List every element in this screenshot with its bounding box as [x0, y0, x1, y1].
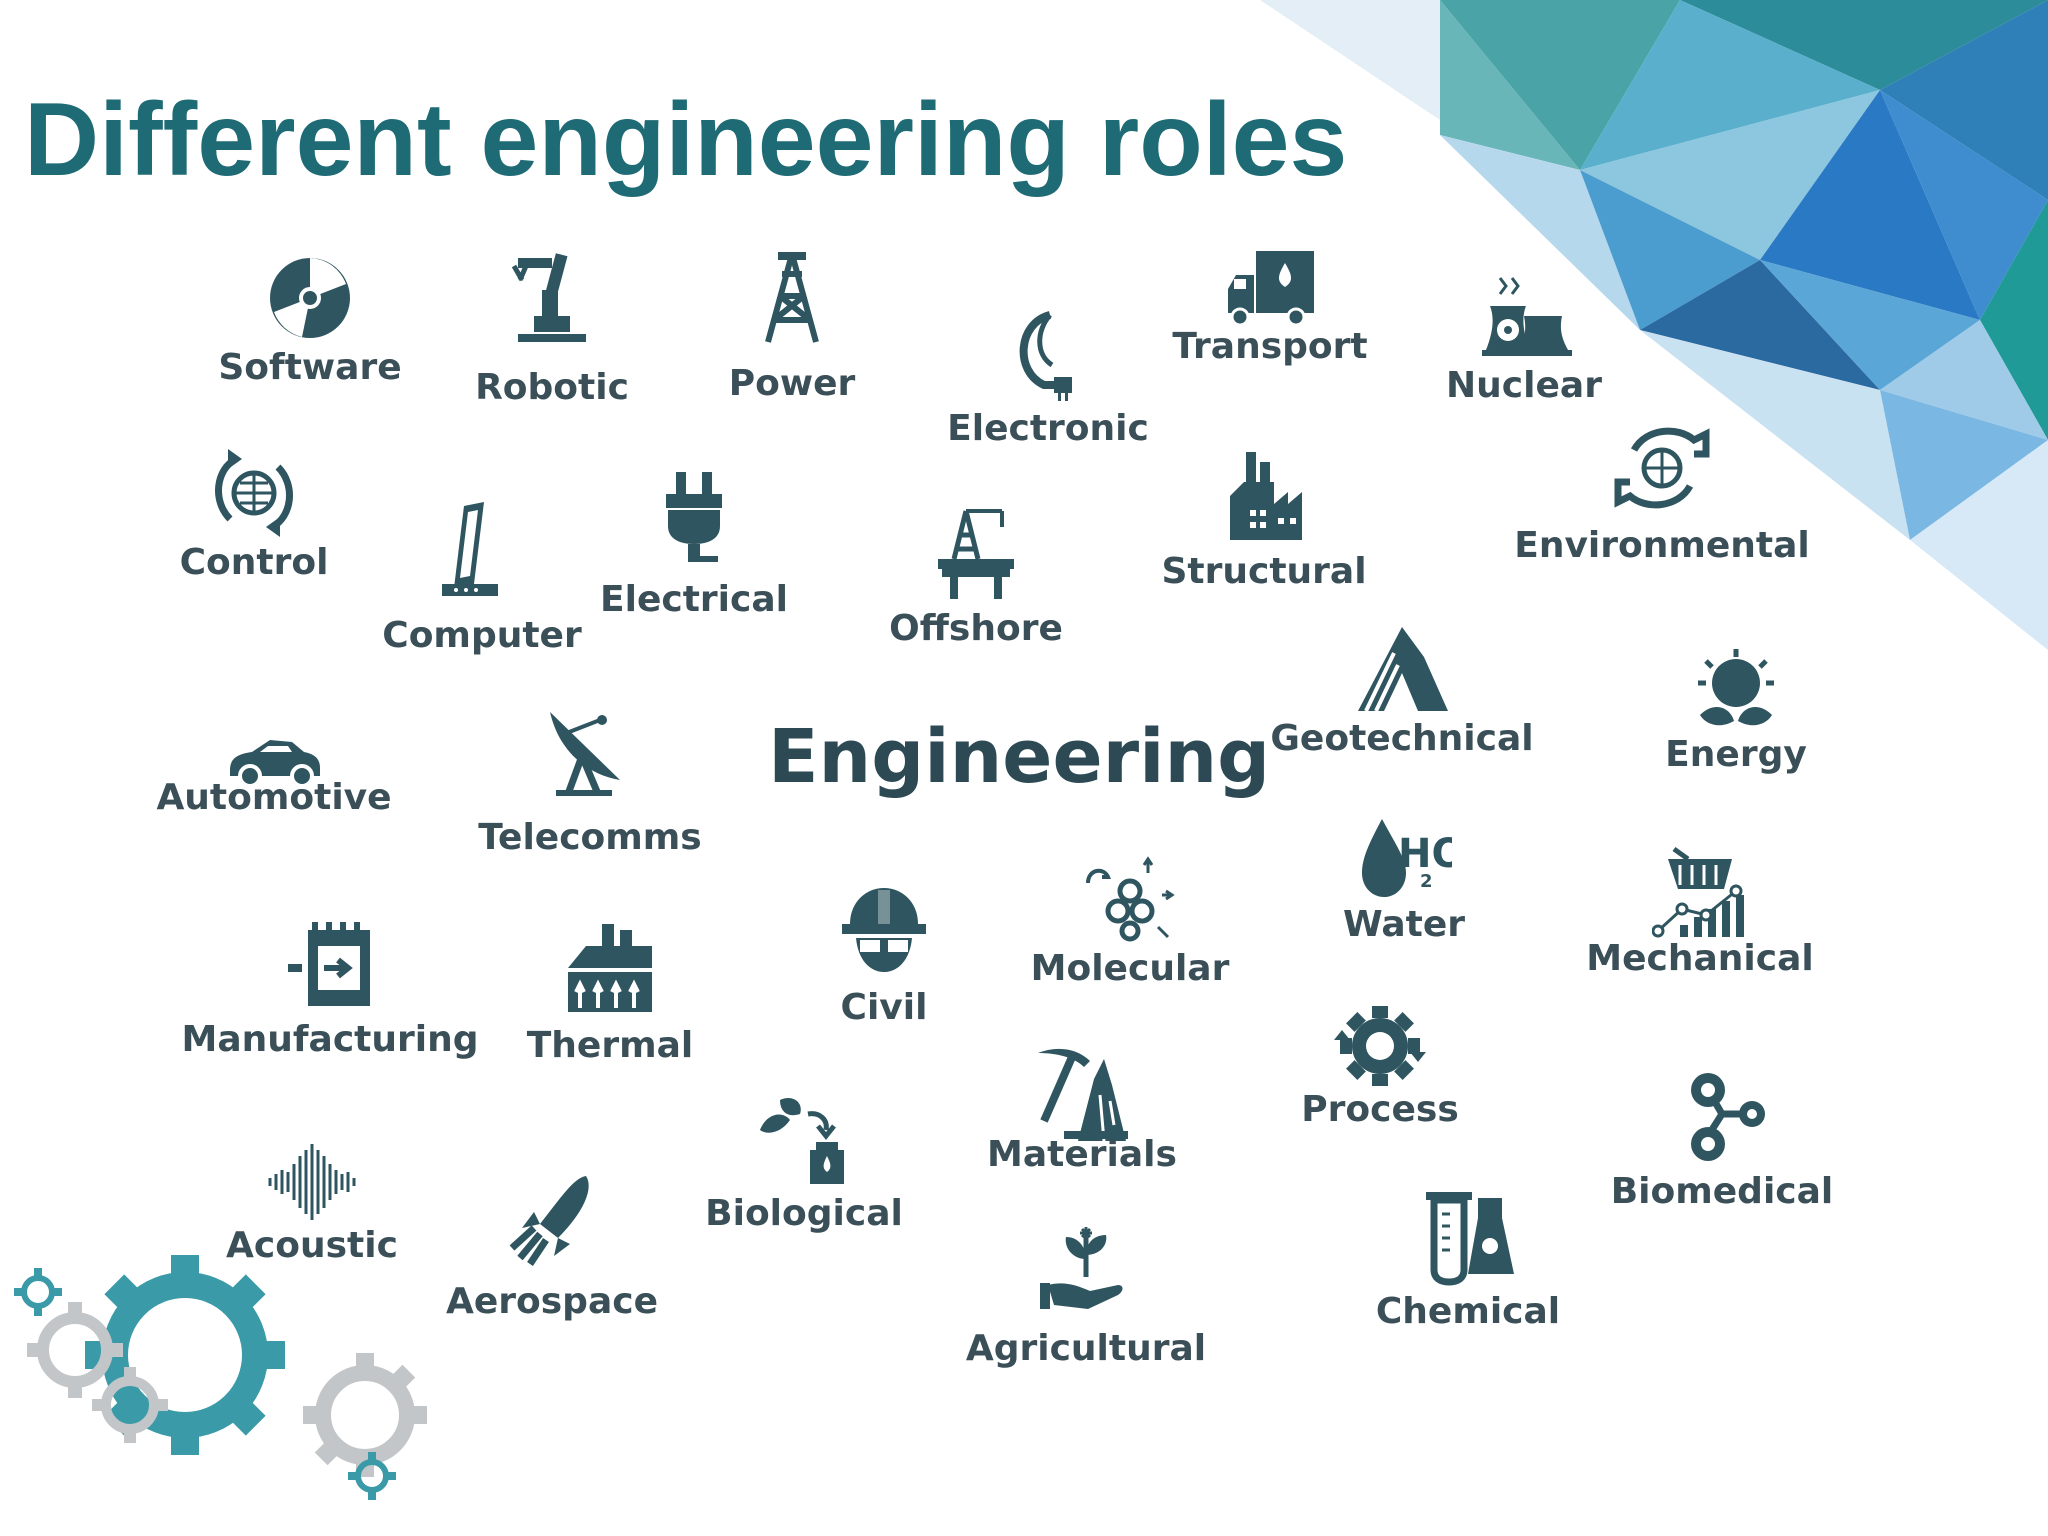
role-label: Electrical	[600, 579, 788, 620]
role-label: Water	[1342, 904, 1466, 945]
cells-icon	[1674, 1070, 1770, 1166]
role-label: Structural	[1161, 551, 1367, 592]
role-label: Software	[218, 347, 402, 388]
role-label: Molecular	[1030, 948, 1230, 989]
pickaxe-icon	[1034, 1045, 1130, 1141]
role-label: Biomedical	[1610, 1171, 1834, 1212]
role-label: Thermal	[526, 1025, 694, 1066]
role-label: Electronic	[947, 408, 1149, 449]
hand-sprout-icon	[1038, 1225, 1134, 1321]
car-icon	[226, 708, 322, 804]
pylon-icon	[744, 250, 840, 346]
polygon-corner-decoration	[1260, 0, 2048, 650]
svg-text:2: 2	[1420, 871, 1433, 892]
role-label: Automotive	[156, 777, 392, 818]
factory-icon	[1216, 448, 1312, 544]
disc-icon	[262, 250, 358, 346]
mountain-icon	[1354, 625, 1450, 721]
svg-text:HO: HO	[1398, 831, 1452, 877]
role-label: Environmental	[1514, 525, 1810, 566]
role-label: Computer	[382, 615, 582, 656]
molecule-icon	[1082, 855, 1178, 951]
thermal-plant-icon	[562, 920, 658, 1016]
laptop-icon	[434, 500, 530, 596]
gear-cycle-icon	[1332, 1000, 1428, 1096]
role-label: Chemical	[1375, 1291, 1561, 1332]
center-word-engineering: Engineering	[768, 714, 1271, 800]
bulb-leaf-icon	[1688, 645, 1784, 741]
nuclear-plant-icon	[1476, 270, 1572, 366]
role-label: Energy	[1665, 734, 1807, 775]
soundwave-icon	[264, 1134, 360, 1230]
plug-icon	[646, 470, 742, 566]
conveyor-icon	[282, 920, 378, 1016]
gears-decoration	[14, 1255, 427, 1500]
role-label: Offshore	[889, 608, 1063, 649]
oil-rig-icon	[928, 505, 1024, 601]
role-label: Agricultural	[965, 1328, 1207, 1369]
role-label: Power	[728, 363, 856, 404]
slide-title: Different engineering roles	[24, 82, 1348, 198]
role-label: Aerospace	[445, 1281, 659, 1322]
robot-arm-icon	[504, 250, 600, 346]
role-label: Nuclear	[1446, 365, 1602, 406]
role-label: Telecomms	[478, 817, 702, 858]
globe-cycle-icon	[206, 445, 302, 541]
role-label: Manufacturing	[181, 1019, 479, 1060]
leaves-flask-icon	[756, 1090, 852, 1186]
role-label: Materials	[987, 1134, 1177, 1175]
role-label: Biological	[705, 1193, 903, 1234]
role-label: Civil	[840, 987, 928, 1028]
role-label: Mechanical	[1586, 938, 1814, 979]
truck-icon	[1222, 245, 1318, 341]
cart-chart-icon	[1652, 845, 1748, 941]
role-label: Robotic	[475, 367, 629, 408]
role-label: Transport	[1172, 326, 1368, 367]
hardhat-icon	[836, 880, 932, 976]
role-label: Process	[1301, 1089, 1459, 1130]
hands-globe-icon	[1614, 420, 1710, 516]
test-tube-icon	[1420, 1190, 1516, 1286]
role-label: Control	[179, 542, 329, 583]
rocket-icon	[504, 1172, 600, 1268]
cable-icon	[1000, 305, 1096, 401]
satellite-dish-icon	[542, 700, 638, 796]
role-label: Geotechnical	[1270, 718, 1534, 759]
role-label: Acoustic	[226, 1225, 398, 1266]
